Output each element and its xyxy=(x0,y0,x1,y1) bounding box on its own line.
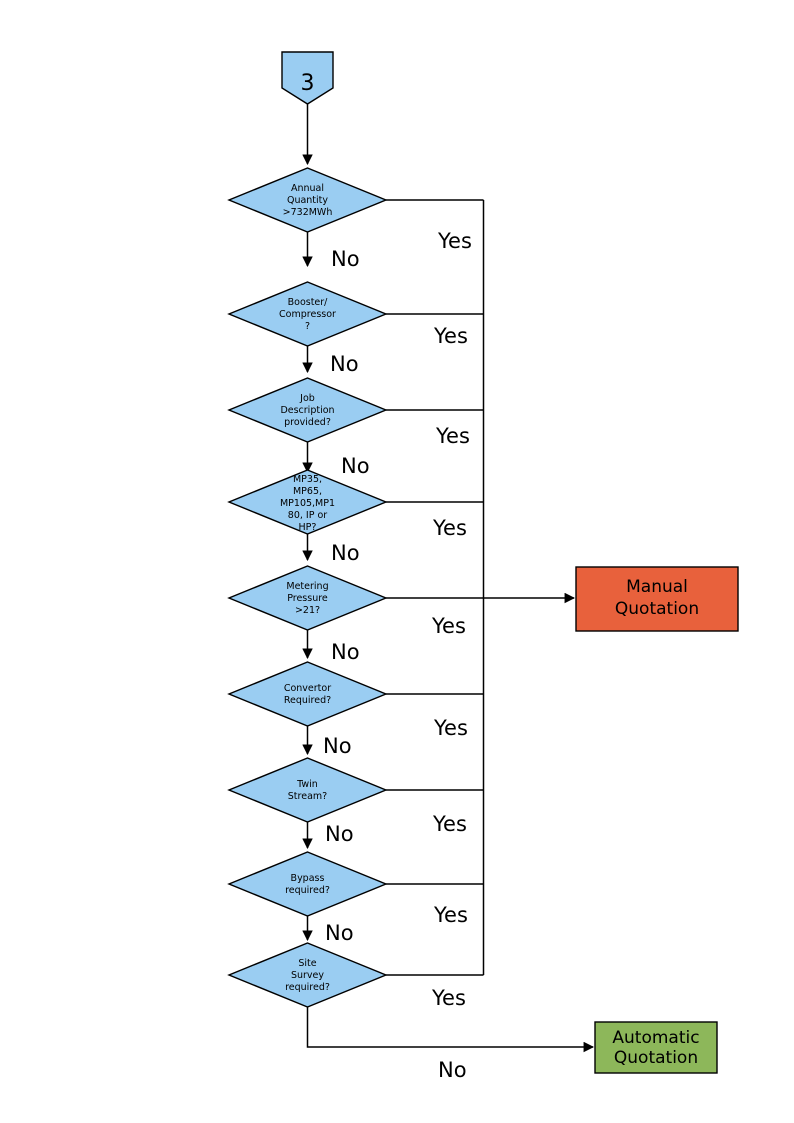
decision-label: Metering xyxy=(286,581,328,592)
label-no-booster-compressor: No xyxy=(330,352,359,376)
decision-diamond xyxy=(227,757,388,823)
terminal-automatic-quotation[interactable]: Automatic Quotation xyxy=(594,1021,718,1074)
label-no-convertor: No xyxy=(323,734,352,758)
decision-label: MP105,MP1 xyxy=(280,498,335,509)
automatic-quotation-box xyxy=(594,1021,718,1074)
label-yes-bypass: Yes xyxy=(433,903,468,927)
manual-quotation-label: Manual xyxy=(626,577,688,597)
automatic-quotation-label: Automatic xyxy=(612,1028,699,1048)
decision-label: Bypass xyxy=(291,873,325,884)
decision-label: 80, IP or xyxy=(288,510,327,521)
decision-label: provided? xyxy=(284,417,331,428)
decision-label: Pressure xyxy=(287,593,328,604)
decision-diamond xyxy=(227,661,388,727)
decision-label: Booster/ xyxy=(288,297,329,308)
decision-diamond xyxy=(227,851,388,917)
decision-bypass[interactable]: Bypass required? xyxy=(227,851,388,917)
label-no-site-survey: No xyxy=(438,1058,467,1082)
decision-label: HP? xyxy=(299,522,317,533)
label-no-metering-pressure: No xyxy=(331,640,360,664)
decision-convertor[interactable]: Convertor Required? xyxy=(227,661,388,727)
terminal-manual-quotation[interactable]: Manual Quotation xyxy=(575,566,739,632)
decision-label: Survey xyxy=(291,970,324,981)
decision-label: >21? xyxy=(295,605,320,616)
decision-label: Site xyxy=(298,958,316,969)
decision-booster-compressor[interactable]: Booster/ Compressor ? xyxy=(227,281,388,347)
decision-twin-stream[interactable]: Twin Stream? xyxy=(227,757,388,823)
label-yes-job-description: Yes xyxy=(435,424,470,448)
label-yes-annual-quantity: Yes xyxy=(437,229,472,253)
decision-label: Annual xyxy=(291,183,324,194)
decision-metering-pressure[interactable]: Metering Pressure >21? xyxy=(227,565,388,631)
decision-label: Required? xyxy=(284,695,331,706)
decision-label: Description xyxy=(280,405,334,416)
label-yes-meter-type: Yes xyxy=(432,516,467,540)
label-no-twin-stream: No xyxy=(325,822,354,846)
manual-quotation-box xyxy=(575,566,739,632)
decision-label: Convertor xyxy=(284,683,331,694)
manual-quotation-label: Quotation xyxy=(615,599,699,619)
decision-meter-type[interactable]: MP35, MP65, MP105,MP1 80, IP or HP? xyxy=(227,469,388,535)
connector-pentagon xyxy=(281,51,334,105)
label-no-annual-quantity: No xyxy=(331,247,360,271)
label-yes-twin-stream: Yes xyxy=(432,812,467,836)
label-yes-site-survey: Yes xyxy=(431,986,466,1010)
decision-job-description[interactable]: Job Description provided? xyxy=(227,377,388,443)
decision-label: Compressor xyxy=(279,309,336,320)
decision-annual-quantity[interactable]: Annual Quantity >732MWh xyxy=(227,167,388,233)
decision-label: >732MWh xyxy=(283,207,333,218)
start-connector[interactable]: 3 xyxy=(281,51,334,105)
label-no-meter-type: No xyxy=(331,541,360,565)
edge-site-survey-no-to-automatic xyxy=(306,1007,595,1053)
decision-label: Stream? xyxy=(288,791,327,802)
label-yes-convertor: Yes xyxy=(433,716,468,740)
decision-label: Twin xyxy=(296,779,318,790)
decision-label: required? xyxy=(285,982,330,993)
decision-label: Job xyxy=(299,393,315,404)
connector-label: 3 xyxy=(301,71,315,96)
label-yes-metering-pressure: Yes xyxy=(431,614,466,638)
decision-label: MP35, xyxy=(293,474,322,485)
decision-site-survey[interactable]: Site Survey required? xyxy=(227,942,388,1008)
label-yes-booster-compressor: Yes xyxy=(433,324,468,348)
label-no-bypass: No xyxy=(325,921,354,945)
label-no-job-description: No xyxy=(341,454,370,478)
automatic-quotation-label: Quotation xyxy=(614,1048,698,1068)
decision-label: required? xyxy=(285,885,330,896)
decision-label: ? xyxy=(305,321,310,332)
decision-label: MP65, xyxy=(293,486,322,497)
decision-label: Quantity xyxy=(287,195,328,206)
